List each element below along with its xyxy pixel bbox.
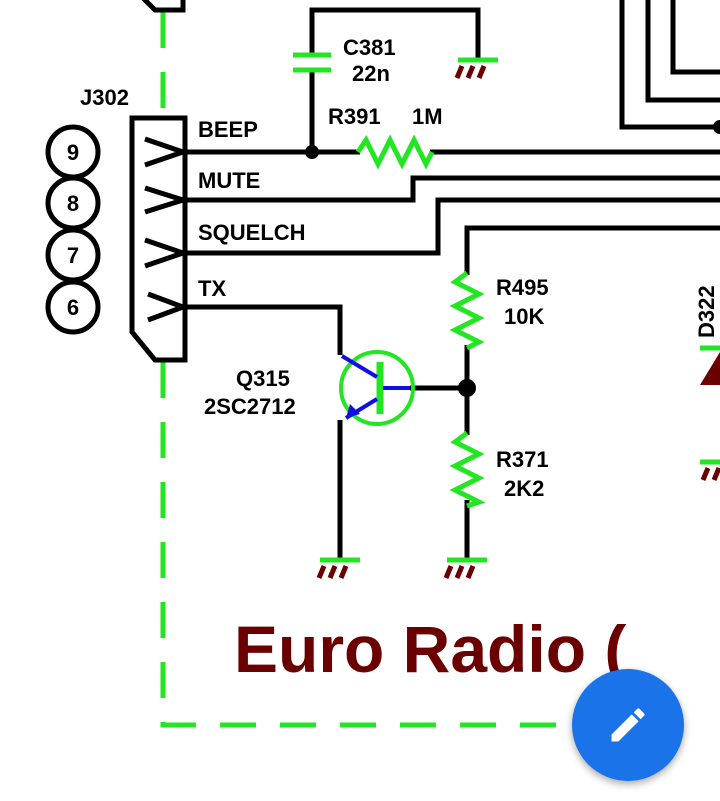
signal-beep: BEEP: [198, 117, 258, 142]
r371-ref: R371: [496, 447, 549, 472]
r495-value: 10K: [504, 304, 544, 329]
junction-dot: [305, 145, 319, 159]
r495-ref: R495: [496, 275, 549, 300]
resistor-r391: [355, 134, 435, 170]
pencil-icon: [611, 708, 645, 742]
capacitor-c381: [293, 52, 331, 73]
pin-7: 7: [67, 243, 79, 268]
signal-tx: TX: [198, 276, 226, 301]
signal-squelch: SQUELCH: [198, 220, 306, 245]
connector-chevrons: [144, 136, 192, 323]
resistor-r371: [449, 431, 486, 509]
signal-mute: MUTE: [198, 168, 260, 193]
resistor-r495: [449, 271, 485, 351]
transistor-q315: [339, 350, 415, 426]
c381-ref: C381: [343, 35, 396, 60]
junction-dot: [458, 379, 476, 397]
diode-d322: [700, 352, 720, 385]
c381-value: 22n: [352, 61, 390, 86]
pin-9: 9: [67, 140, 79, 165]
board-title: Euro Radio (: [234, 612, 626, 686]
pin-6: 6: [67, 295, 79, 320]
connector-j302-body: [129, 115, 188, 363]
board-outline: [160, 12, 600, 728]
q315-ref: Q315: [236, 366, 290, 391]
connector-ref: J302: [80, 85, 129, 110]
pin-8: 8: [67, 191, 79, 216]
r391-value: 1M: [412, 104, 443, 129]
d322-ref: D322: [694, 285, 719, 338]
r391-ref: R391: [328, 104, 381, 129]
wires: [185, 0, 720, 558]
r371-value: 2K2: [504, 476, 544, 501]
ground-symbols: [316, 57, 720, 579]
q315-part: 2SC2712: [204, 394, 296, 419]
pin-circles: [45, 124, 101, 335]
edit-button[interactable]: [572, 669, 684, 781]
top-connector-shape: [141, 0, 186, 13]
junction-dot: [713, 120, 720, 134]
